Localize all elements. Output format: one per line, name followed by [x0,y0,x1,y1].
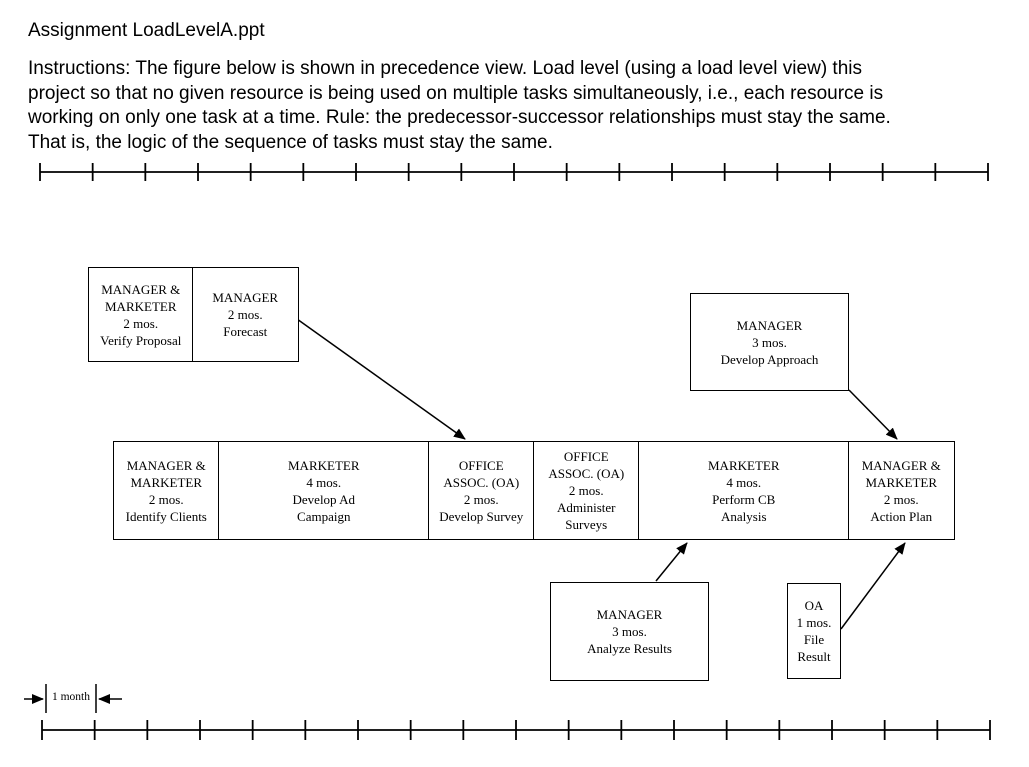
legend-label: 1 month [51,691,90,703]
page-title: Assignment LoadLevelA.ppt [28,20,265,41]
arrow-analyze-results-to-perform-cb [655,542,688,582]
bottom-ruler [41,720,991,740]
arrow-file-result-to-action-plan [840,542,906,630]
arrow-forecast-to-develop-survey [296,318,466,440]
instructions: Instructions: The figure below is shown … [28,58,891,153]
arrow-develop-approach-to-action-plan [848,389,898,440]
top-ruler [39,163,989,181]
